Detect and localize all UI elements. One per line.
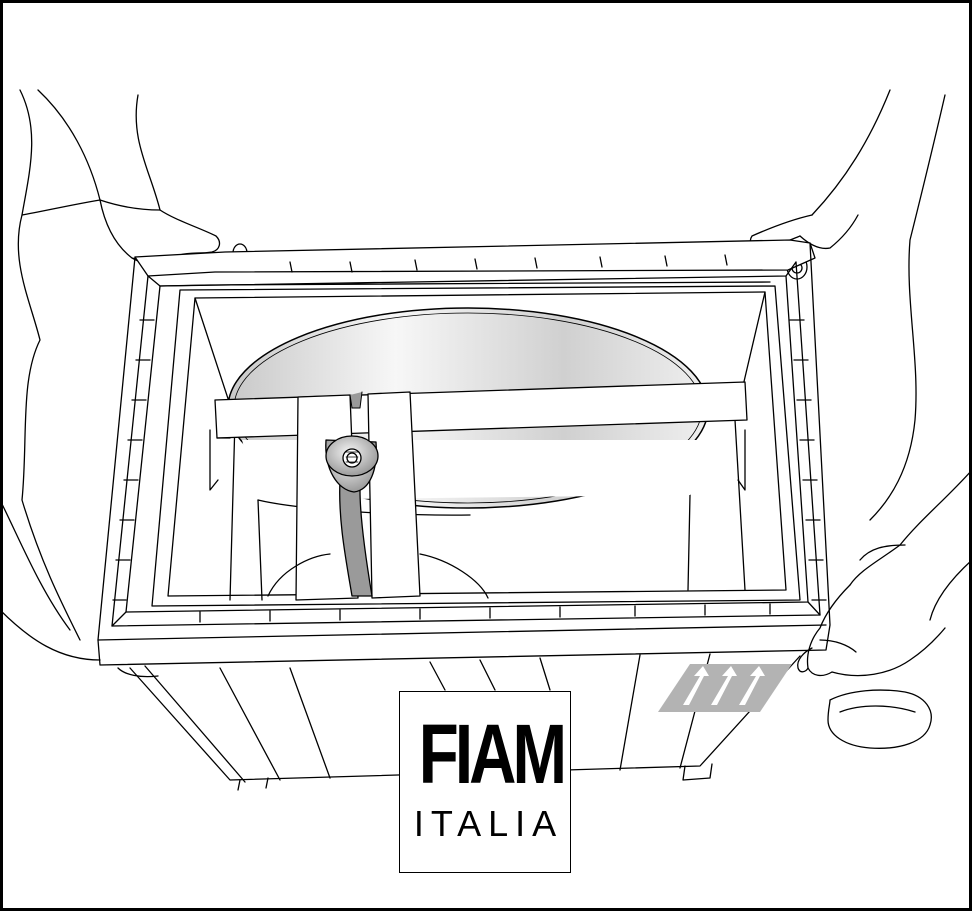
crate-top-frame bbox=[97, 239, 831, 666]
this-way-up-arrows-icon bbox=[658, 664, 792, 712]
mixing-arm-assembly bbox=[295, 391, 421, 601]
right-person-arm bbox=[749, 89, 946, 521]
brand-logo: FIAM ITALIA bbox=[399, 691, 571, 873]
bowl-base bbox=[267, 553, 489, 599]
logo-brand-name: FIAM bbox=[418, 707, 567, 801]
right-person-hand bbox=[797, 469, 972, 749]
left-person-arm bbox=[0, 89, 248, 661]
logo-country-name: ITALIA bbox=[413, 803, 564, 844]
